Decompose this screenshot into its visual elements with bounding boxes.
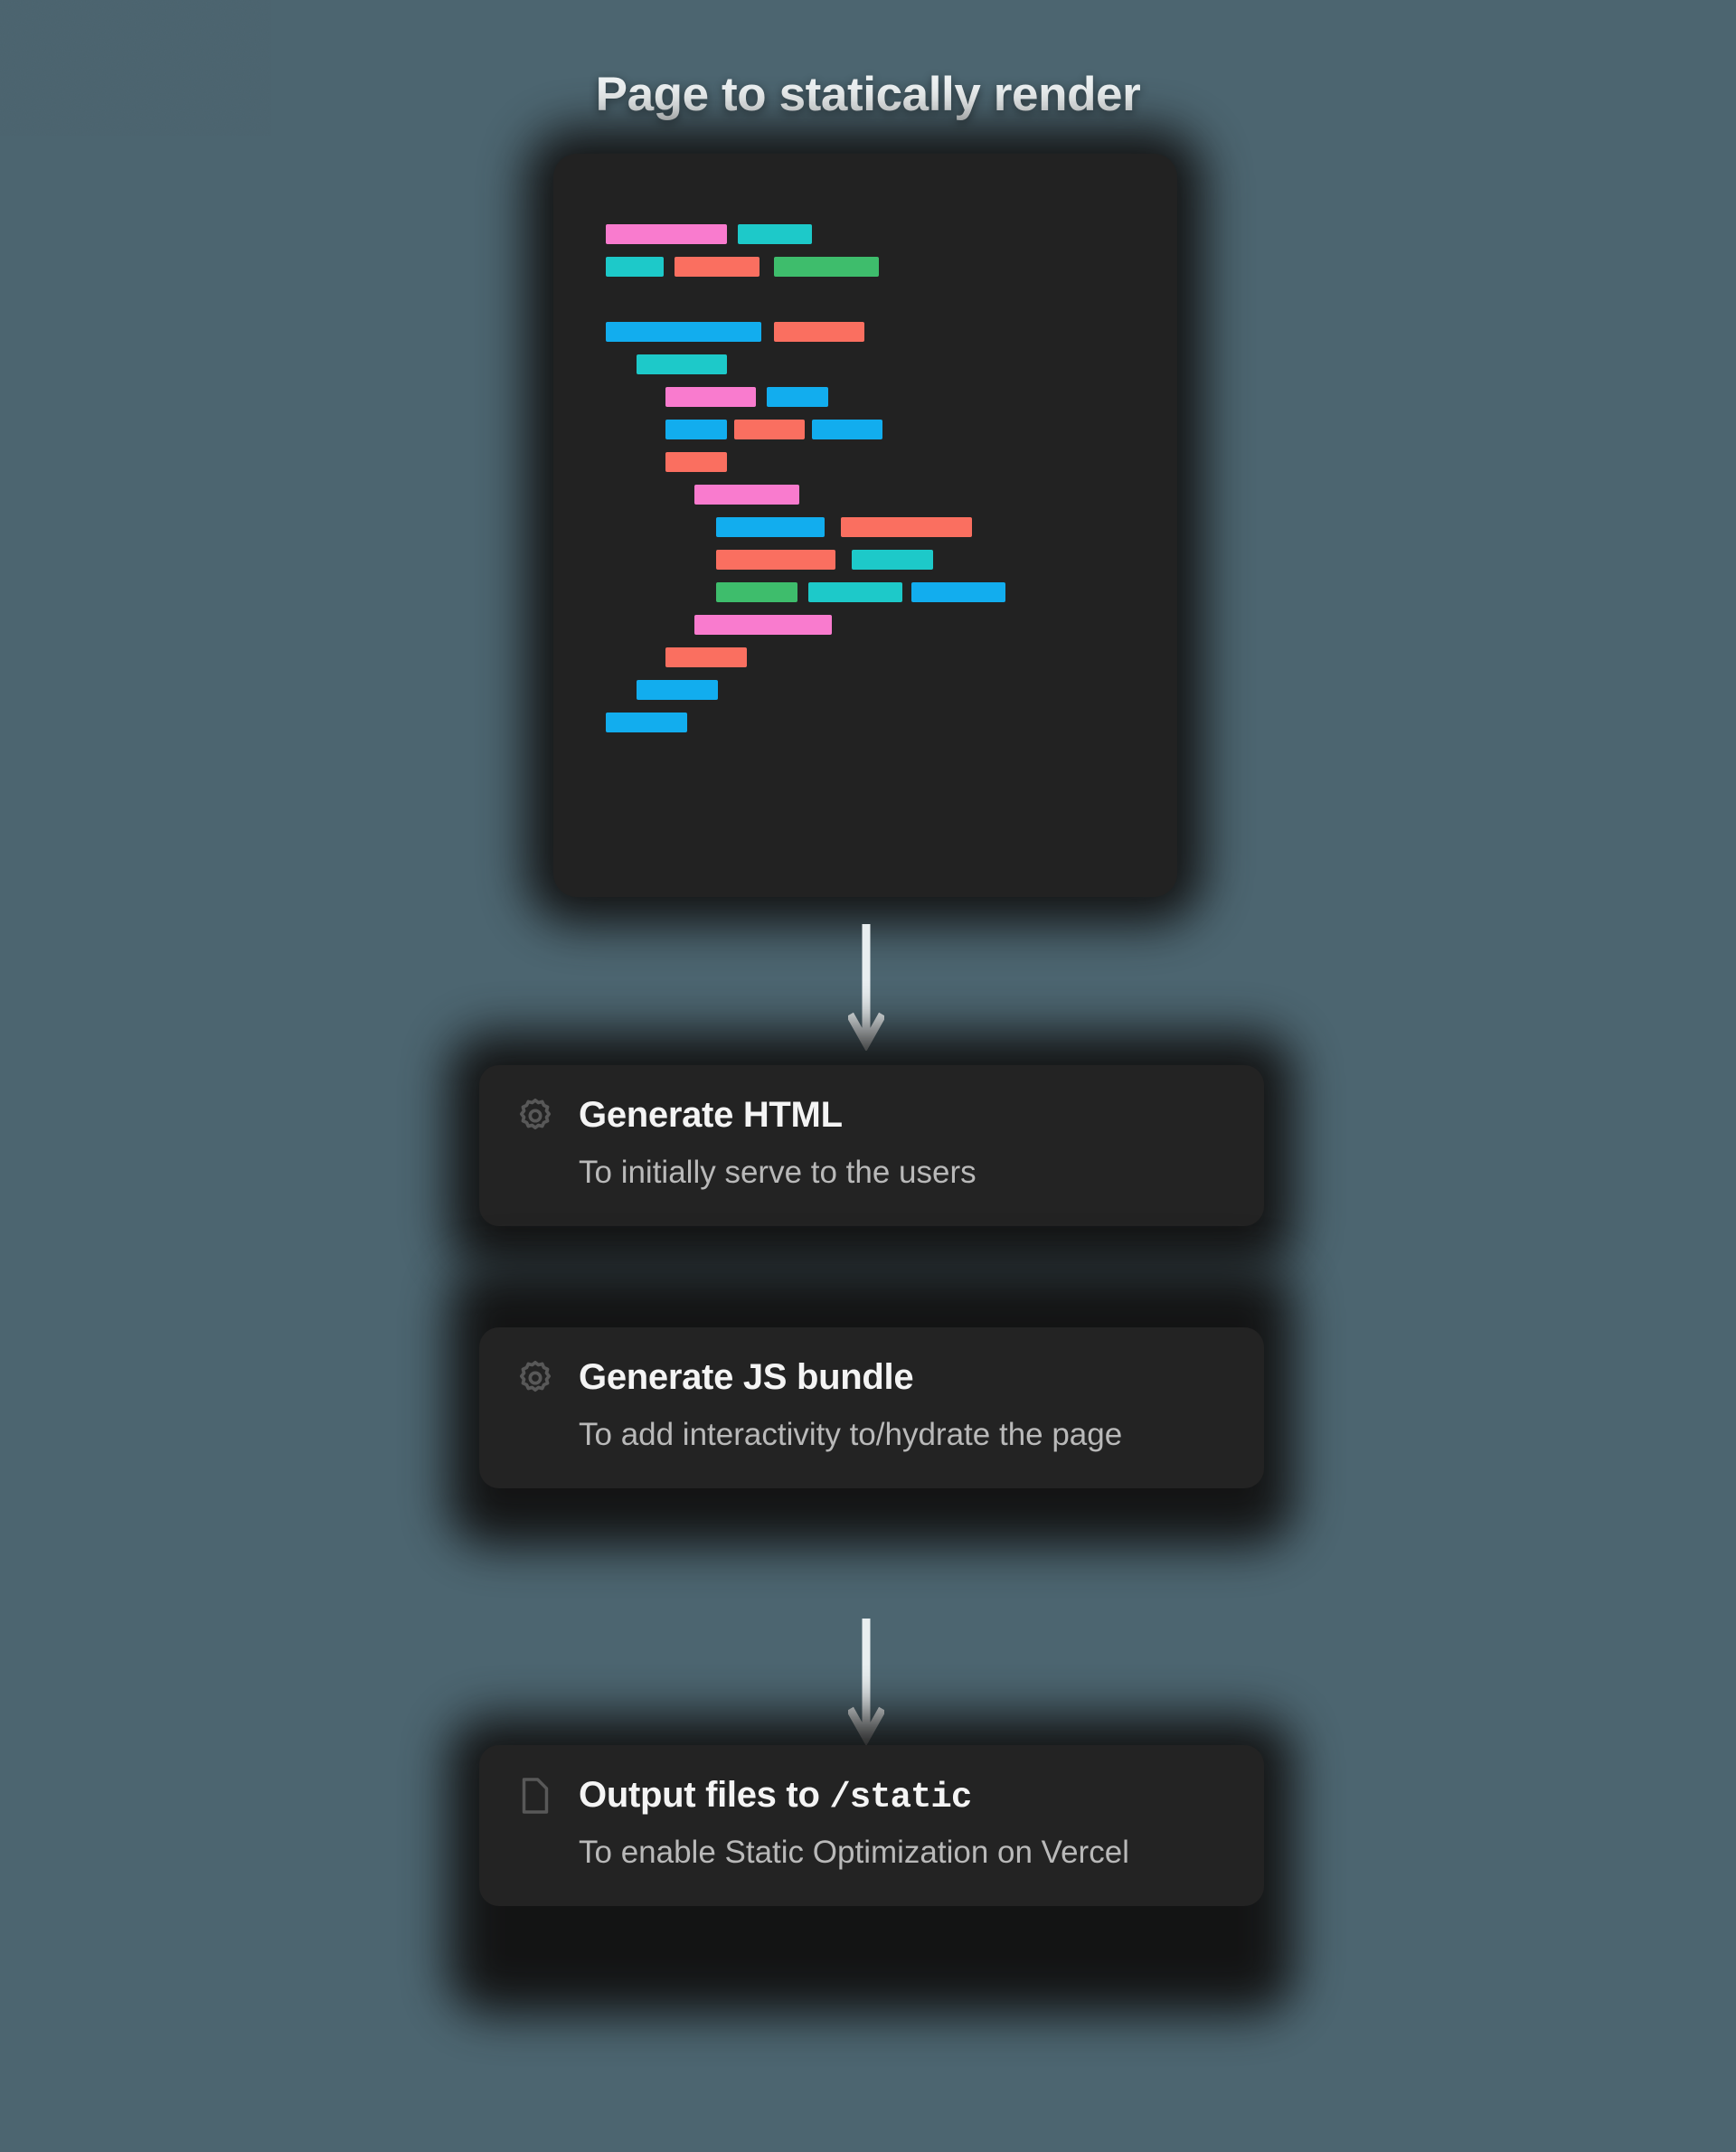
code-token xyxy=(694,485,799,505)
card-subtitle: To add interactivity to/hydrate the page xyxy=(579,1416,1123,1452)
page-title: Page to statically render xyxy=(595,68,1141,121)
card-generate-html[interactable]: Generate HTML To initially serve to the … xyxy=(479,1065,1264,1226)
page-source-code-placeholder xyxy=(553,154,1177,897)
card-subtitle: To enable Static Optimization on Vercel xyxy=(579,1834,1129,1870)
code-token xyxy=(665,387,756,407)
code-token xyxy=(808,582,902,602)
gear-icon xyxy=(515,1096,555,1136)
code-token xyxy=(606,257,664,277)
card-subtitle: To initially serve to the users xyxy=(579,1154,976,1190)
code-token xyxy=(665,452,727,472)
code-token xyxy=(665,647,747,667)
arrow-code-to-generate-html xyxy=(848,924,884,1051)
card-title: Generate JS bundle xyxy=(579,1357,914,1399)
card-title: Generate HTML xyxy=(579,1096,843,1137)
code-token xyxy=(637,680,718,700)
code-token xyxy=(606,322,761,342)
card-title-mono: /static xyxy=(829,1778,972,1817)
code-token xyxy=(694,615,832,635)
card-header: Generate JS bundle xyxy=(515,1358,1228,1399)
code-token xyxy=(637,354,727,374)
code-token xyxy=(675,257,760,277)
code-token xyxy=(911,582,1005,602)
code-token xyxy=(738,224,812,244)
code-token xyxy=(841,517,972,537)
code-token xyxy=(852,550,933,570)
code-token xyxy=(716,517,825,537)
code-panel-wrapper xyxy=(553,154,1177,897)
card-output-files[interactable]: Output files to /static To enable Static… xyxy=(479,1745,1264,1906)
card-header: Output files to /static xyxy=(515,1776,1228,1817)
card-title: Output files to /static xyxy=(579,1775,972,1817)
code-token xyxy=(734,420,805,439)
code-token xyxy=(774,257,879,277)
file-icon xyxy=(515,1776,555,1816)
card-generate-js-bundle[interactable]: Generate JS bundle To add interactivity … xyxy=(479,1327,1264,1488)
code-token xyxy=(665,420,727,439)
code-token xyxy=(606,224,727,244)
card-title-text: Output files to xyxy=(579,1775,830,1815)
card-title-text: Generate JS bundle xyxy=(579,1357,914,1397)
card-title-text: Generate HTML xyxy=(579,1095,843,1135)
card-header: Generate HTML xyxy=(515,1096,1228,1137)
gear-icon xyxy=(515,1358,555,1398)
code-token xyxy=(812,420,882,439)
code-token xyxy=(716,582,797,602)
code-token xyxy=(774,322,864,342)
code-token xyxy=(767,387,828,407)
code-token xyxy=(716,550,835,570)
code-token xyxy=(606,713,687,732)
